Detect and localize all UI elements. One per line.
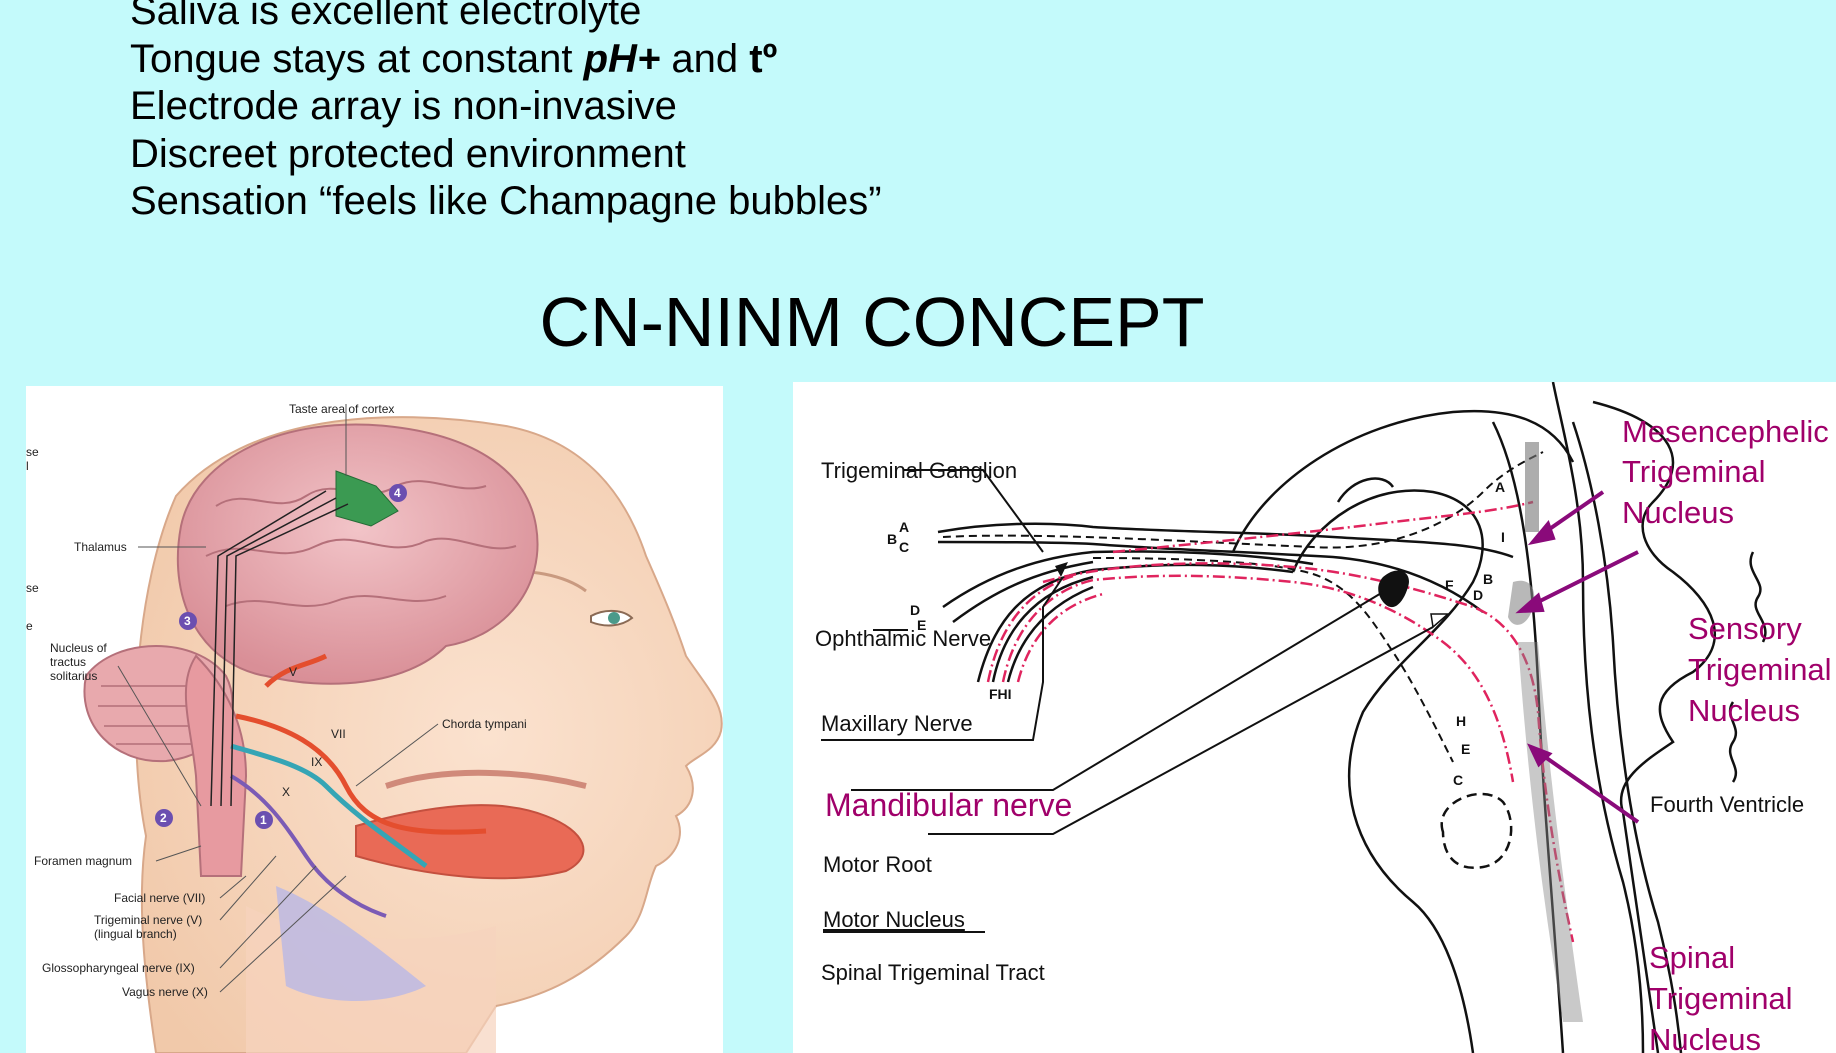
label-motor-root: Motor Root <box>823 852 932 877</box>
label-spinal-nucleus: Nucleus <box>1649 1022 1761 1053</box>
letter-b: B <box>887 531 897 547</box>
label-cropped: se <box>26 445 39 459</box>
bullet-text: Sensation “feels like Champagne bubbles” <box>130 179 882 223</box>
label-sensory-nucleus: Nucleus <box>1688 693 1800 728</box>
label-mesencephelic: Trigeminal <box>1622 454 1766 489</box>
bullet-text: Discreet protected environment <box>130 132 686 176</box>
bullet-text: Saliva is excellent electrolyte <box>130 0 641 33</box>
letter-d: D <box>910 602 920 618</box>
label-x: X <box>282 785 290 799</box>
bullet-text: Electrode array is non-invasive <box>130 84 677 128</box>
label-glossopharyngeal: Glossopharyngeal nerve (IX) <box>42 961 195 975</box>
point-d: D <box>1473 587 1483 603</box>
bullet-item: Sensation “feels like Champagne bubbles” <box>130 178 882 226</box>
marker-1: 1 <box>260 813 267 827</box>
bullet-item: Discreet protected environment <box>130 131 882 179</box>
label-vagus-nerve: Vagus nerve (X) <box>122 985 208 999</box>
bullet-item: Saliva is excellent electrolyte <box>130 0 882 36</box>
slide-title: CN-NINM CONCEPT <box>0 282 1744 362</box>
label-nucleus-line3: solitarius <box>50 669 97 683</box>
point-b: B <box>1483 571 1493 587</box>
label-cropped: l <box>26 459 29 473</box>
label-motor-nucleus: Motor Nucleus <box>823 907 965 932</box>
taste-pathway-figure: 4 3 2 1 V VII IX X Taste area of cortex … <box>26 386 723 1053</box>
point-a: A <box>1495 479 1505 495</box>
bullet-item: Electrode array is non-invasive <box>130 83 882 131</box>
label-nucleus-line2: tractus <box>50 655 86 669</box>
taste-pathway-illustration: 4 3 2 1 V VII IX X Taste area of cortex … <box>26 386 723 1053</box>
label-spinal-nucleus: Spinal <box>1649 940 1735 975</box>
label-mesencephelic: Mesencephelic <box>1622 414 1829 449</box>
letters-fhi: FHI <box>989 686 1012 702</box>
label-foramen-magnum: Foramen magnum <box>34 854 132 868</box>
label-cropped: se <box>26 581 39 595</box>
label-spinal-tract: Spinal Trigeminal Tract <box>821 960 1045 985</box>
point-f: F <box>1445 577 1454 593</box>
label-nucleus-line1: Nucleus of <box>50 641 107 655</box>
bullet-strong: tº <box>749 37 777 81</box>
point-h: H <box>1456 713 1466 729</box>
trigeminal-illustration: B A C D E FHI A I B D F H E C Trigeminal… <box>793 382 1836 1053</box>
label-ophthalmic-nerve: Ophthalmic Nerve <box>815 626 991 651</box>
label-sensory-nucleus: Sensory <box>1688 611 1802 646</box>
bullet-text: Tongue stays at constant <box>130 37 584 81</box>
label-vii: VII <box>331 727 346 741</box>
bullet-item: Tongue stays at constant pH+ and tº <box>130 36 882 84</box>
point-e: E <box>1461 741 1470 757</box>
label-mandibular-nerve: Mandibular nerve <box>825 787 1072 823</box>
marker-4: 4 <box>394 486 401 500</box>
label-thalamus: Thalamus <box>74 540 127 554</box>
label-lingual-branch: (lingual branch) <box>94 927 177 941</box>
label-cropped: e <box>26 619 33 633</box>
bullet-emphasis: pH+ <box>584 37 661 81</box>
label-trigeminal-nerve: Trigeminal nerve (V) <box>94 913 202 927</box>
point-i: I <box>1501 529 1505 545</box>
bullet-text: and <box>660 37 749 81</box>
label-mesencephelic: Nucleus <box>1622 495 1734 530</box>
point-c: C <box>1453 772 1463 788</box>
trigeminal-diagram: B A C D E FHI A I B D F H E C Trigeminal… <box>793 382 1836 1053</box>
label-maxillary-nerve: Maxillary Nerve <box>821 711 973 736</box>
label-trigeminal-ganglion: Trigeminal Ganglion <box>821 458 1017 483</box>
label-ix: IX <box>311 755 322 769</box>
label-sensory-nucleus: Trigeminal <box>1688 652 1832 687</box>
label-taste-area: Taste area of cortex <box>289 402 394 416</box>
bullet-list: Saliva is excellent electrolyte Tongue s… <box>130 0 882 226</box>
letter-c: C <box>899 539 909 555</box>
label-v: V <box>289 665 297 679</box>
letter-a: A <box>899 519 909 535</box>
label-fourth-ventricle: Fourth Ventricle <box>1650 792 1804 817</box>
marker-2: 2 <box>160 811 167 825</box>
label-spinal-nucleus: Trigeminal <box>1649 981 1793 1016</box>
label-facial-nerve: Facial nerve (VII) <box>114 891 205 905</box>
marker-3: 3 <box>184 614 191 628</box>
label-chorda-tympani: Chorda tympani <box>442 717 527 731</box>
